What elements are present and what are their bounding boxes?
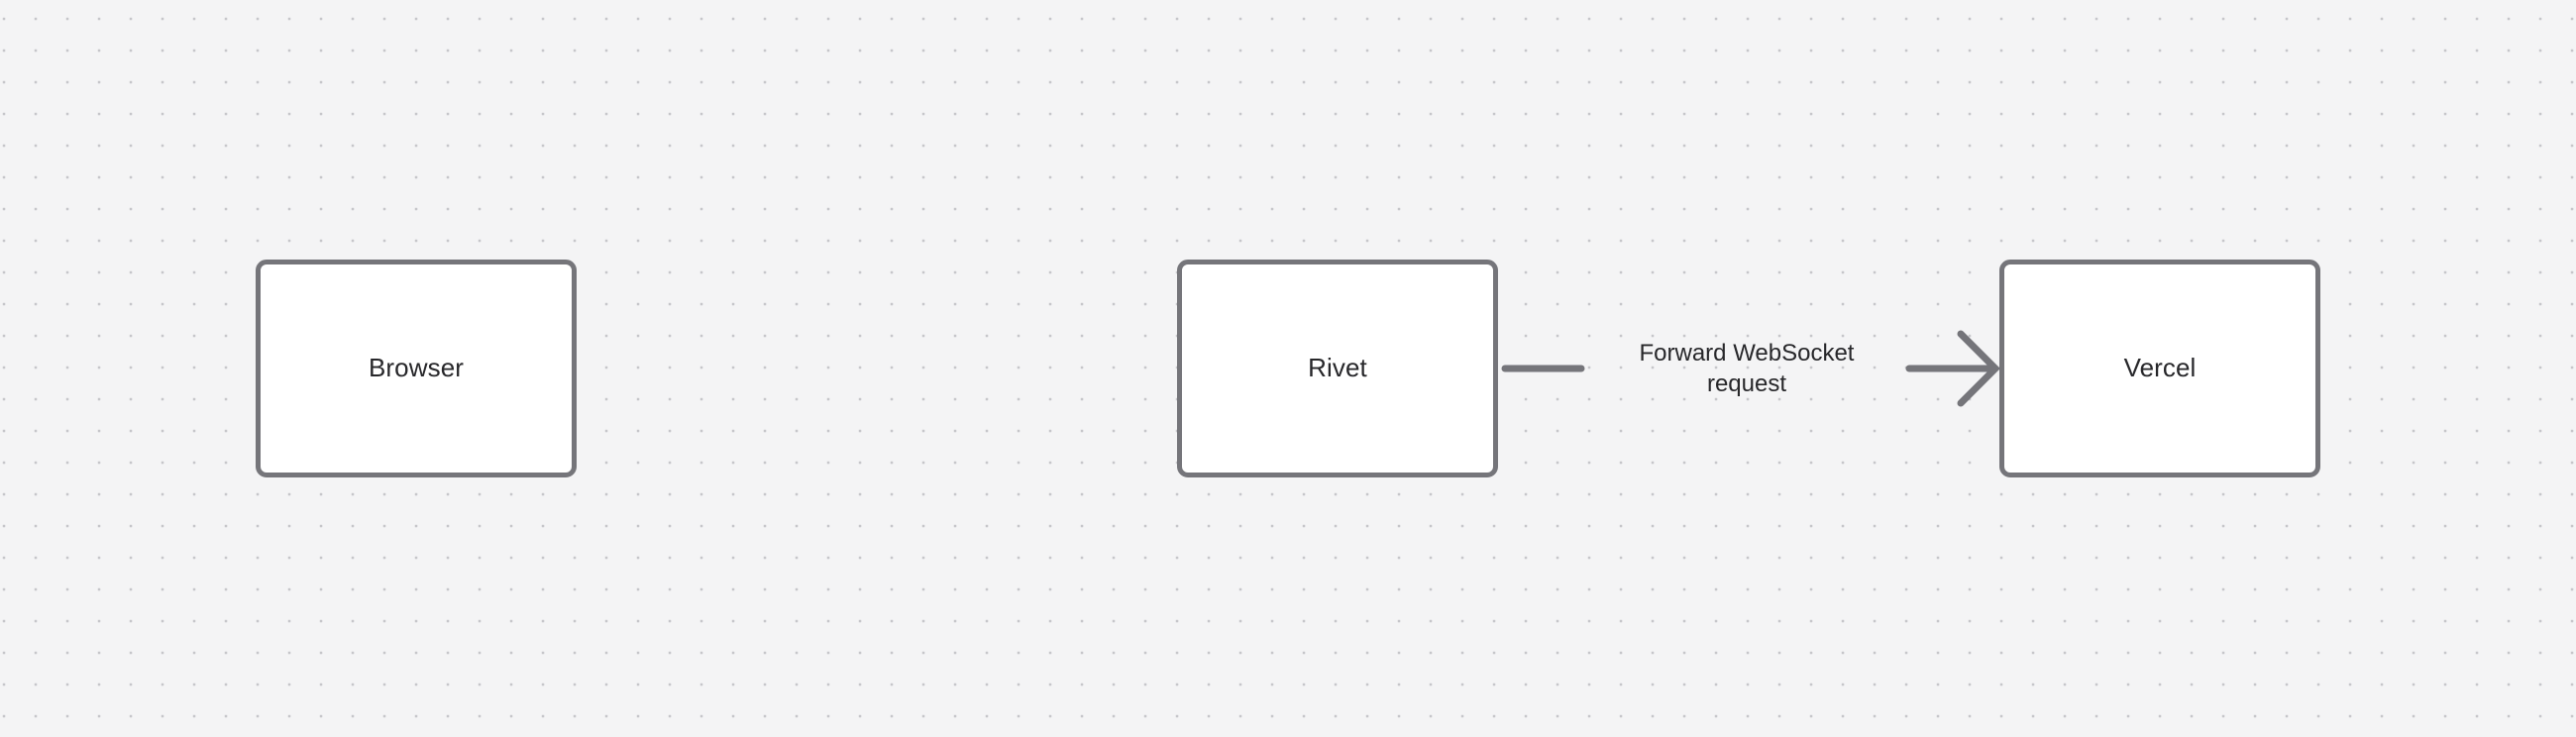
node-browser[interactable]: Browser: [256, 260, 577, 477]
node-vercel-label: Vercel: [2123, 353, 2197, 383]
node-vercel[interactable]: Vercel: [1999, 260, 2320, 477]
edge-rivet-to-vercel: [1501, 330, 2000, 407]
node-rivet[interactable]: Rivet: [1177, 260, 1498, 477]
arrowhead-icon: [1957, 330, 2000, 407]
node-browser-label: Browser: [368, 353, 465, 383]
node-rivet-label: Rivet: [1308, 353, 1367, 383]
edge-label-rivet-to-vercel: Forward WebSocket request: [1639, 340, 1855, 397]
